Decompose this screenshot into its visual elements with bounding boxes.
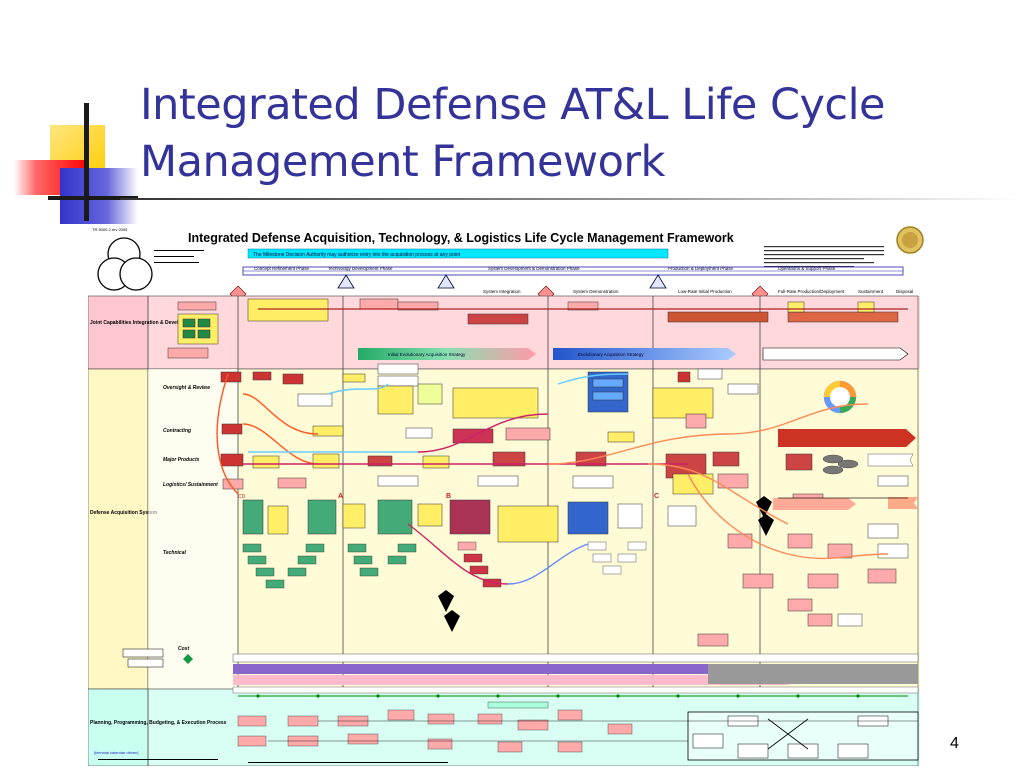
- technical-v-diagrams: [242, 541, 647, 589]
- phase-arrows: Concept Refinement Phase Technology Deve…: [242, 266, 904, 276]
- strategy-bar-1-label: Initial Evolutionary Acquisition Strateg…: [388, 352, 466, 357]
- phase-4: Production & Deployment Phase: [668, 266, 734, 271]
- cost-label: Cost: [178, 646, 189, 652]
- venn-diagram: [97, 237, 153, 291]
- connector-lines: [216, 373, 889, 585]
- subphase-2: System Demonstration: [573, 289, 619, 294]
- subphase-1: System Integration: [483, 289, 521, 294]
- lifecycle-wheel: [823, 380, 857, 414]
- subphase-5: Sustainment: [858, 289, 884, 294]
- svg-text:TR 5000.2 rev 2005: TR 5000.2 rev 2005: [92, 227, 128, 232]
- title-underline: [120, 198, 1020, 200]
- milestone-a: A: [338, 493, 343, 500]
- subphase-3: Low-Rate Initial Production: [678, 289, 732, 294]
- svg-text:CD: CD: [238, 494, 246, 500]
- jcids-lane-label: Joint Capabilities Integration & Develop…: [90, 320, 216, 326]
- slide-title-line-1: Integrated Defense AT&L Life Cycle: [140, 80, 885, 130]
- row-label-products: Major Products: [163, 457, 200, 463]
- phase-2: Technology Development Phase: [328, 266, 393, 271]
- row-label-technical: Technical: [163, 550, 186, 556]
- svg-text:The Milestone Decision Authori: The Milestone Decision Authority may aut…: [253, 252, 461, 258]
- subphase-6: Disposal: [896, 289, 913, 294]
- row-label-contracting: Contracting: [163, 428, 191, 434]
- slide-title-line-2: Management Framework: [140, 137, 665, 187]
- slide-number: 4: [950, 735, 959, 752]
- phase-5: Operations & Support Phase: [778, 266, 836, 271]
- technical-boxes: [242, 499, 909, 647]
- svg-text:[biennial calendar driven]: [biennial calendar driven]: [94, 750, 138, 755]
- header-cyan-band: [248, 249, 668, 258]
- evolutionary-strategy-bar: [553, 348, 736, 360]
- milestone-b: B: [446, 493, 451, 500]
- row-label-logistics: Logistics/ Sustainment: [163, 482, 218, 488]
- contracting-boxes: [221, 413, 707, 444]
- chart-header: Integrated Defense Acquisition, Technolo…: [188, 231, 734, 245]
- ppbe-flow: [biennial calendar driven]: [94, 694, 919, 763]
- phase-1: Concept Refinement Phase: [254, 266, 310, 271]
- ppbe-lane-label: Planning, Programming, Budgeting, & Exec…: [90, 720, 227, 726]
- cost-diamond: [183, 654, 193, 664]
- row-label-oversight: Oversight & Review: [163, 385, 211, 391]
- jcids-boxes: [167, 298, 899, 359]
- phase-3: System Development & Demonstration Phase: [488, 266, 580, 271]
- milestone-c: C: [654, 493, 659, 500]
- das-lane-label: Defense Acquisition System: [90, 510, 158, 516]
- subphase-4: Full-Rate Production/Deployment: [778, 289, 845, 294]
- framework-chart: Integrated Defense Acquisition, Technolo…: [88, 224, 928, 766]
- corner-decoration: [14, 103, 138, 224]
- initial-strategy-bar: [358, 348, 536, 360]
- oversight-boxes: [220, 363, 759, 419]
- strategy-bar-2-label: Evolutionary Acquisition Strategy: [578, 352, 644, 357]
